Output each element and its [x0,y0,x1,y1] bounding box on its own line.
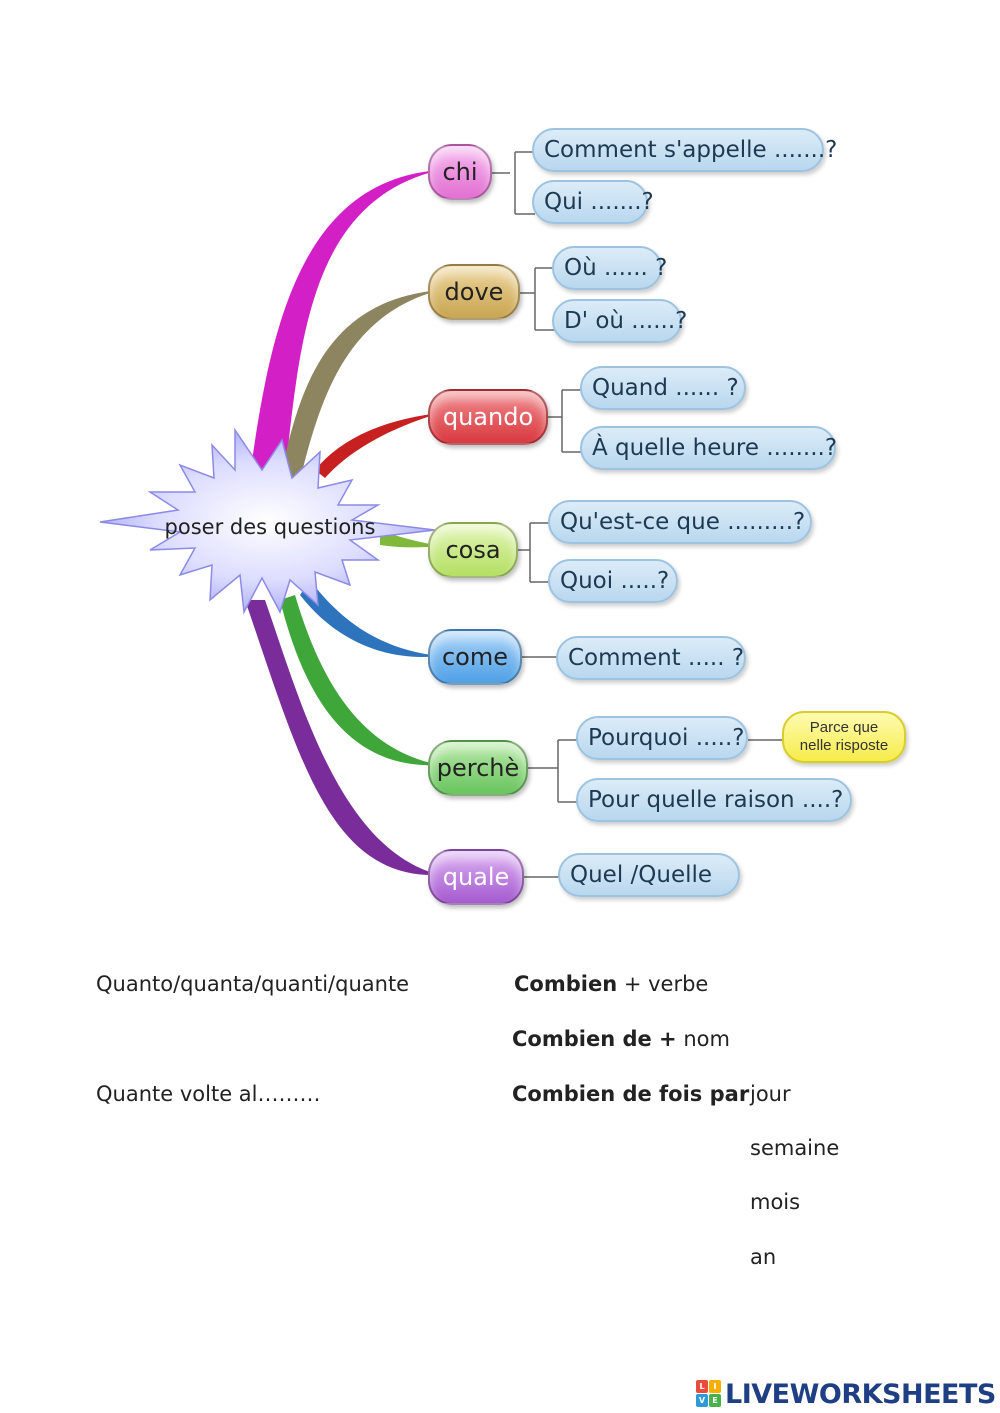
liveworksheets-brand: LIVEWORKSHEETS [725,1378,996,1410]
logo-letter-i: I [709,1380,721,1393]
branch-cosa: cosa [428,522,518,578]
quante-volte: Quante volte al……… [96,1082,321,1106]
mind-map-diagram [99,151,782,878]
combien-verbe: Combien + verbe [514,972,708,996]
logo-letter-v: V [696,1394,708,1407]
branch-quando: quando [428,389,548,445]
starburst-shape [99,427,436,615]
leaf-quando-2: À quelle heure ........? [580,426,837,470]
branch-come: come [428,629,522,685]
branch-connector-cosa [380,530,440,548]
branch-quale: quale [428,849,524,905]
leaf-come-1: Comment ..... ? [556,636,746,680]
branch-connector-perche [280,595,440,766]
leaf-chi-2: Qui .......? [532,180,654,224]
period-jour: jour [750,1082,791,1106]
leaf-connectors [485,151,782,878]
center-topic: poser des questions [164,515,376,539]
liveworksheets-logo: L I V E LIVEWORKSHEETS [696,1376,996,1412]
liveworksheets-mark-icon: L I V E [696,1380,722,1408]
combien-de-nom: Combien de + nom [512,1027,730,1051]
combien-verbe-bold: Combien [514,972,618,996]
branch-perche: perchè [428,740,528,796]
branch-dove: dove [428,264,520,320]
combien-nom-rest: nom [676,1027,730,1051]
combien-verbe-rest: + verbe [617,972,709,996]
logo-letter-e: E [709,1394,721,1407]
combien-de-bold: Combien de + [512,1027,677,1051]
leaf-quando-1: Quand ...... ? [580,366,746,410]
leaf-cosa-1: Qu'est-ce que .........? [548,500,812,544]
period-an: an [750,1245,777,1269]
leaf-quale-1: Quel /Quelle [558,853,740,897]
combien-de-fois-par: Combien de fois par [512,1082,750,1106]
branch-connector-come [300,580,440,657]
branch-connector-chi [250,170,440,475]
leaf-chi-1: Comment s'appelle .......? [532,128,837,172]
leaf-dove-1: Où ...... ? [552,246,667,290]
quanto-forms: Quanto/quanta/quanti/quante [96,972,410,996]
note-parce-que: Parce que nelle risposte [782,711,906,763]
leaf-cosa-2: Quoi .....? [548,559,678,603]
branch-chi: chi [428,144,492,200]
branch-connector-quale [245,600,440,876]
leaf-perche-2: Pour quelle raison ....? [576,778,852,822]
branch-connector-quando [315,413,440,478]
leaf-perche-1: Pourquoi .....? [576,716,748,760]
logo-letter-l: L [696,1380,708,1393]
leaf-dove-2: D' où ......? [552,299,687,343]
branch-connector-dove [280,290,440,480]
period-mois: mois [750,1190,801,1214]
period-semaine: semaine [750,1136,840,1160]
